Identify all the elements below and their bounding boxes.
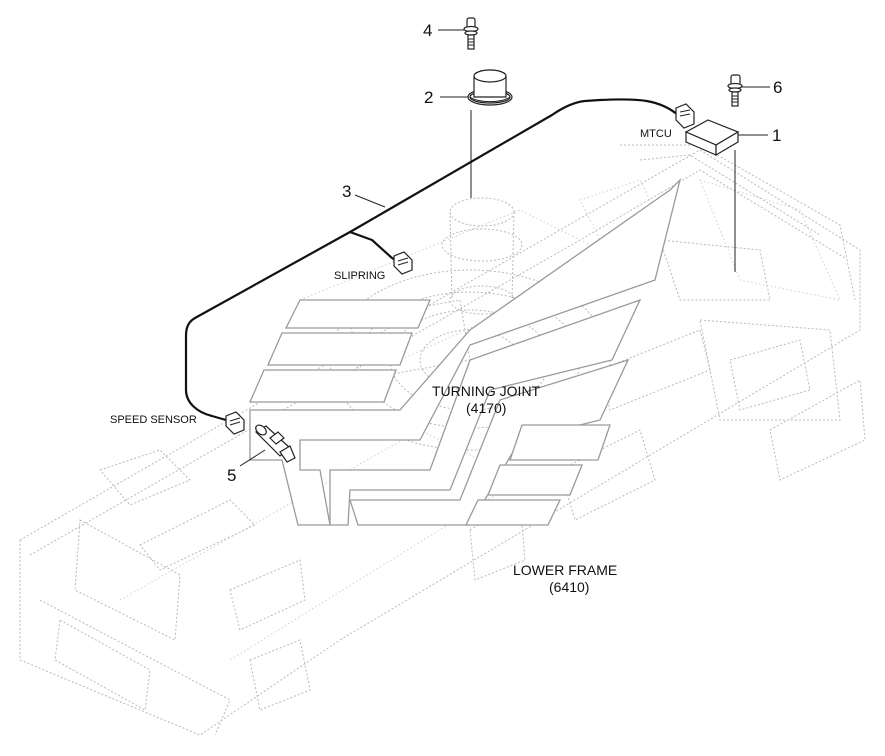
speed-sensor-connector-icon [225, 411, 245, 435]
part-6-number: 6 [773, 78, 782, 97]
part-3-number: 3 [342, 182, 351, 201]
slipring-cylinder-icon [467, 69, 513, 106]
part-3-callout: 3 [342, 182, 386, 208]
part-5-callout: 5 [227, 449, 266, 485]
part-5-number: 5 [227, 466, 236, 485]
chevron-arrow-graphic [249, 177, 682, 526]
part-1-number: 1 [772, 126, 781, 145]
mtcu-module-icon [684, 119, 740, 157]
turning-joint-code: (4170) [466, 400, 506, 416]
slipring-label: SLIPRING [334, 270, 385, 282]
part-1-callout: 1 [735, 126, 781, 145]
slipring-connector-icon [393, 251, 413, 275]
part-4-callout: 4 [423, 21, 464, 40]
mtcu-connector-icon [675, 103, 695, 129]
speed-sensor-icon [255, 424, 296, 463]
part-2-callout: 2 [424, 88, 470, 107]
bolt-icon [727, 74, 743, 107]
mtcu-label: MTCU [640, 128, 672, 140]
lower-frame-label: LOWER FRAME [513, 562, 617, 578]
part-2-number: 2 [424, 88, 433, 107]
turning-joint-label: TURNING JOINT [432, 383, 541, 399]
speed-sensor-label: SPEED SENSOR [110, 414, 197, 426]
part-4-number: 4 [423, 21, 432, 40]
bolt-icon [463, 17, 479, 50]
part-6-callout: 6 [742, 78, 782, 97]
lower-frame-code: (6410) [549, 579, 589, 595]
